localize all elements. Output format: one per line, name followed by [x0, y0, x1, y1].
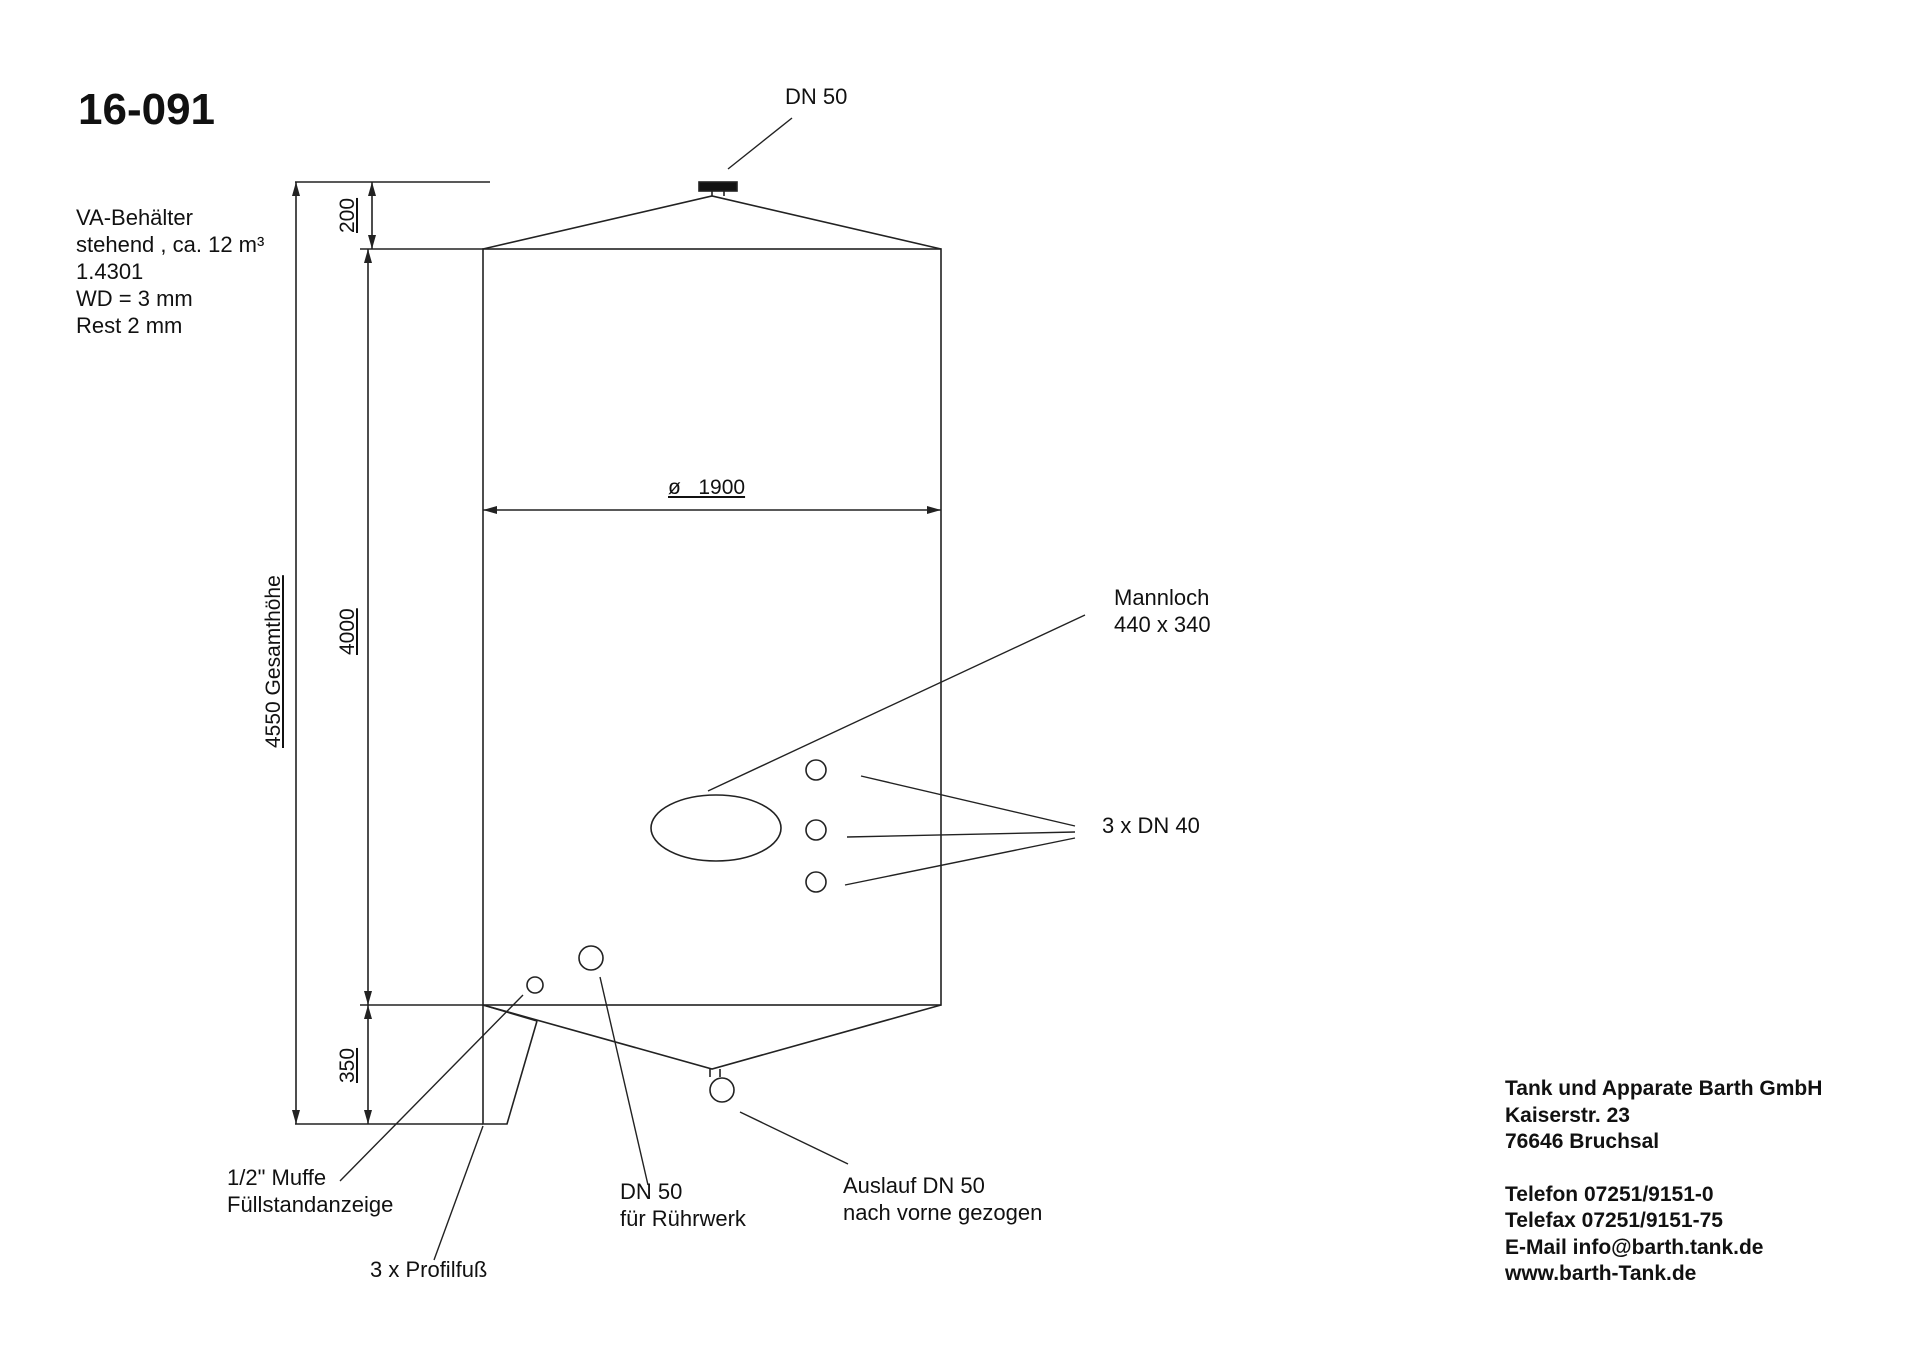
spec-line: Rest 2 mm — [76, 313, 183, 338]
leader-nozzle-2 — [846, 831, 1076, 838]
spec-line: stehend , ca. 12 m³ — [76, 232, 265, 257]
top-nozzle — [698, 181, 738, 192]
label-top-nozzle: DN 50 — [785, 84, 848, 109]
company-web[interactable]: www.barth-Tank.de — [1505, 1262, 1697, 1285]
leader-sleeve — [339, 994, 524, 1182]
label-manhole: Mannloch 440 x 340 — [1114, 584, 1211, 638]
label-line: für Rührwerk — [620, 1206, 746, 1231]
label-outlet: Auslauf DN 50 nach vorne gezogen — [843, 1172, 1042, 1226]
company-name: Tank und Apparate Barth GmbH — [1505, 1077, 1823, 1100]
dim-cylinder: 4000 — [336, 608, 359, 655]
label-sleeve: 1/2" Muffe Füllstandanzeige — [227, 1164, 393, 1218]
tank-bottom-cone — [482, 1004, 942, 1070]
company-phone: Telefon 07251/9151-0 — [1505, 1182, 1714, 1206]
tank-cylinder — [482, 248, 942, 1006]
label-legs: 3 x Profilfuß — [370, 1257, 488, 1282]
leader-top-nozzle — [727, 117, 793, 170]
leader-nozzle-1 — [860, 775, 1076, 827]
leader-manhole — [707, 614, 1086, 792]
spec-block: VA-Behälter stehend , ca. 12 m³ 1.4301 W… — [76, 204, 264, 339]
side-nozzle-2 — [805, 819, 827, 841]
company-email[interactable]: E-Mail info@barth.tank.de — [1505, 1235, 1764, 1259]
label-line: 440 x 340 — [1114, 612, 1211, 637]
leader-leg — [433, 1125, 484, 1261]
profile-leg — [482, 1005, 538, 1125]
label-line: Auslauf DN 50 — [843, 1173, 985, 1198]
drawing-number: 16-091 — [78, 85, 216, 134]
agitator-nozzle — [578, 945, 604, 971]
dim-diameter: ø 1900 — [668, 476, 746, 499]
company-fax: Telefax 07251/9151-75 — [1505, 1209, 1723, 1232]
side-nozzle-3 — [805, 871, 827, 893]
dim-bottom-cone: 350 — [336, 1047, 359, 1083]
level-sleeve — [526, 976, 544, 994]
side-nozzle-1 — [805, 759, 827, 781]
dim-top-cone: 200 — [336, 197, 359, 233]
label-agitator: DN 50 für Rührwerk — [620, 1178, 746, 1232]
tank-top-cone — [482, 195, 942, 250]
spec-line: WD = 3 mm — [76, 286, 193, 311]
spec-line: 1.4301 — [76, 259, 144, 284]
company-city: 76646 Bruchsal — [1505, 1130, 1660, 1153]
label-side-nozzles: 3 x DN 40 — [1102, 813, 1200, 838]
company-street: Kaiserstr. 23 — [1505, 1103, 1630, 1127]
label-line: 1/2" Muffe — [227, 1165, 327, 1190]
leader-agitator — [599, 976, 649, 1186]
label-line: Mannloch — [1114, 585, 1210, 610]
dim-total-height: 4550 Gesamthöhe — [262, 575, 285, 748]
manhole — [650, 794, 782, 862]
label-line: nach vorne gezogen — [843, 1200, 1043, 1225]
spec-line: VA-Behälter — [76, 205, 193, 230]
label-line: DN 50 — [620, 1179, 683, 1204]
leader-nozzle-3 — [844, 837, 1076, 886]
leader-outlet — [739, 1111, 849, 1165]
label-line: Füllstandanzeige — [227, 1192, 394, 1217]
company-address: Tank und Apparate Barth GmbH Kaiserstr. … — [1505, 1076, 1822, 1288]
outlet-nozzle — [709, 1077, 735, 1103]
